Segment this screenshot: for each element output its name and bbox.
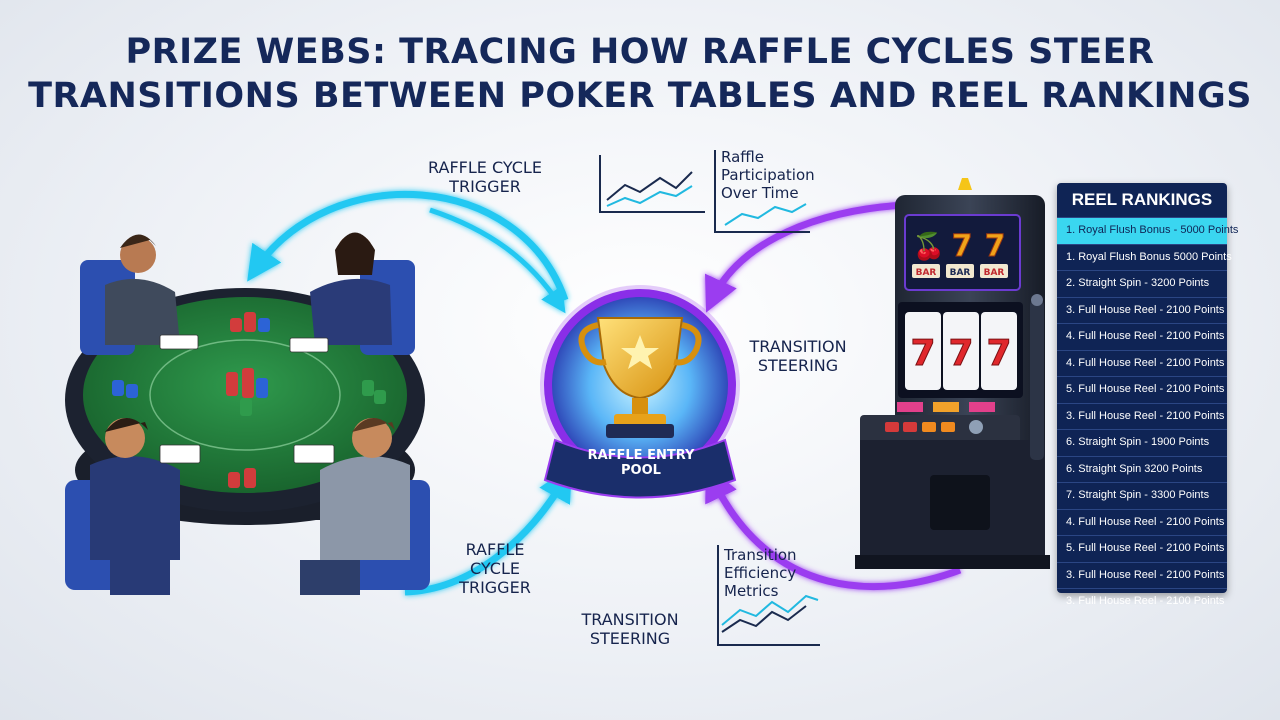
reel-rankings-heading: REEL RANKINGS (1071, 190, 1213, 209)
ranking-item: 3. Full House Reel - 2100 Points (1057, 588, 1227, 615)
reel-symbol-1: 7 (910, 333, 935, 374)
player-bottom-right (293, 417, 430, 595)
slot-top-symbol-3: 7 (985, 229, 1006, 264)
ranking-item: 5. Full House Reel - 2100 Points (1057, 535, 1227, 562)
ranking-item: 4. Full House Reel - 2100 Points (1057, 508, 1227, 536)
ranking-item: 6. Straight Spin - 1900 Points (1057, 429, 1227, 456)
efficiency-chart-label: Transition Efficiency Metrics (724, 546, 797, 600)
reel-rankings-list: 1. Royal Flush Bonus - 5000 Points 1. Ro… (1057, 217, 1238, 615)
chip-stacks (112, 312, 386, 488)
slot-bar-label-3: BAR (984, 268, 1005, 278)
label-raffle-cycle-trigger-bottom: RAFFLE CYCLE TRIGGER (459, 540, 531, 597)
ranking-item: 4. Full House Reel - 2100 Points (1057, 323, 1227, 350)
ranking-item: 7. Straight Spin - 3300 Points (1057, 482, 1227, 509)
title-line-2: TRANSITIONS BETWEEN POKER TABLES AND REE… (28, 76, 1252, 116)
slot-machine (855, 178, 1050, 569)
slot-top-display: 🍒 7 7 BAR BAR BAR (912, 229, 1008, 278)
arrow-slot-to-pool-top (705, 201, 906, 313)
arrow-slot-to-pool-bottom (705, 465, 962, 591)
player-top-right (289, 232, 415, 355)
arrow-bottom-curve (404, 465, 572, 596)
ranking-item: 2. Straight Spin - 3200 Points (1057, 270, 1227, 297)
player-top-left (80, 234, 199, 355)
page-title: PRIZE WEBS: TRACING HOW RAFFLE CYCLES ST… (0, 30, 1280, 118)
ranking-item: 3. Full House Reel - 2100 Points (1057, 561, 1227, 589)
label-transition-steering-right: TRANSITION STEERING (749, 337, 847, 375)
trophy-icon (578, 317, 702, 438)
participation-chart (599, 150, 810, 233)
ranking-item: 5. Full House Reel - 2100 Points (1057, 376, 1227, 403)
ranking-item: 3. Full House Reel - 2100 Points (1057, 296, 1227, 324)
reel-rankings-panel: REEL RANKINGS 1. Royal Flush Bonus - 500… (1057, 183, 1238, 607)
ranking-item: 4. Full House Reel - 2100 Points (1057, 349, 1227, 377)
label-raffle-cycle-trigger-top: RAFFLE CYCLE TRIGGER (428, 158, 542, 196)
arrow-top-curve (247, 190, 569, 314)
slot-top-symbol-1: 🍒 (913, 231, 945, 262)
efficiency-chart (717, 545, 820, 646)
title-line-1: PRIZE WEBS: TRACING HOW RAFFLE CYCLES ST… (125, 32, 1155, 72)
ranking-item: 3. Full House Reel - 2100 Points (1057, 402, 1227, 430)
slot-bar-label-1: BAR (916, 268, 937, 278)
raffle-entry-pool-label: RAFFLE ENTRY POOL (587, 448, 695, 478)
label-transition-steering-bottom: TRANSITION STEERING (581, 610, 679, 648)
slot-top-symbol-2: 7 (952, 229, 973, 264)
ranking-item: 6. Straight Spin 3200 Points (1057, 455, 1227, 483)
ranking-item: 1. Royal Flush Bonus - 5000 Points (1057, 217, 1238, 244)
participation-chart-label: Raffle Participation Over Time (721, 148, 815, 202)
slot-bar-label-2: BAR (950, 268, 971, 278)
ranking-item: 1. Royal Flush Bonus 5000 Points (1057, 243, 1232, 271)
slot-reels: 7 7 7 (910, 333, 1012, 375)
player-bottom-left (65, 417, 201, 595)
reel-symbol-3: 7 (986, 333, 1011, 374)
reel-symbol-2: 7 (948, 333, 973, 374)
